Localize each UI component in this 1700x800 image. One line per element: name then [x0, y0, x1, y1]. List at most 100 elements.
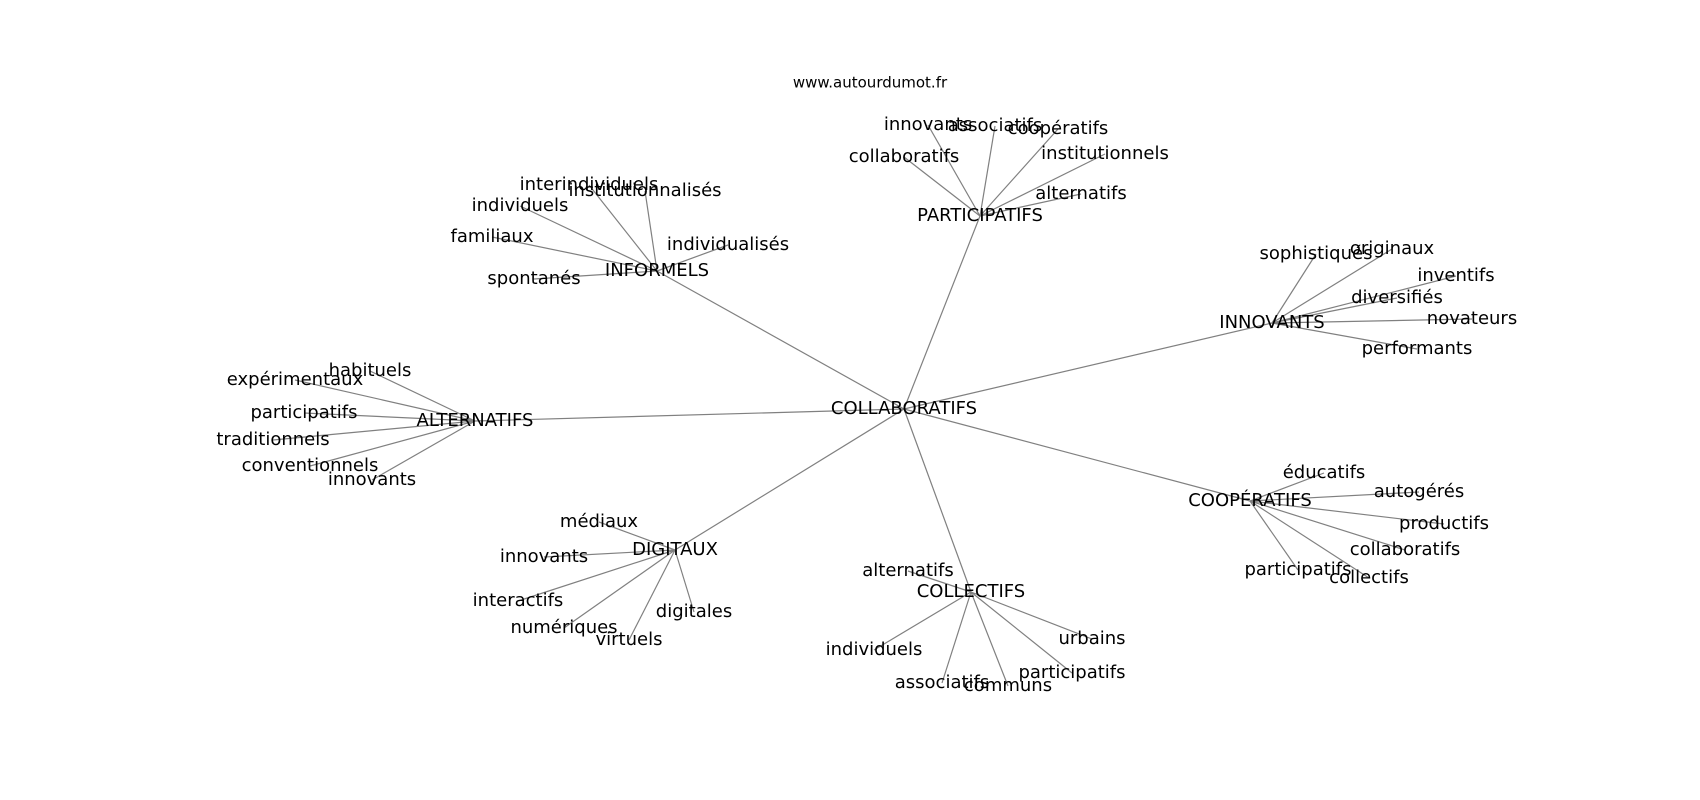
leaf-node-0-5: alternatifs: [1035, 183, 1126, 204]
edge-hub-4-leaf-5: [1249, 500, 1370, 579]
edge-center-hub-1: [656, 270, 905, 410]
leaf-node-6-0: alternatifs: [862, 560, 953, 581]
edge-hub-2-leaf-2: [1271, 275, 1457, 324]
leaf-node-5-2: interactifs: [473, 590, 564, 611]
edge-hub-4-leaf-2: [1249, 500, 1445, 525]
edge-hub-3-leaf-2: [303, 412, 476, 422]
leaf-node-2-3: diversifiés: [1351, 287, 1443, 308]
leaf-node-5-5: digitales: [656, 601, 732, 622]
leaf-node-0-0: innovants: [884, 114, 972, 135]
edge-hub-1-leaf-1: [644, 190, 658, 272]
hub-node-4: COOPÉRATIFS: [1188, 489, 1312, 511]
edge-hub-3-leaf-0: [369, 370, 476, 422]
edge-hub-0-leaf-1: [979, 125, 996, 217]
leaf-node-0-1: associatifs: [948, 115, 1043, 136]
leaf-node-4-3: collaboratifs: [1350, 539, 1461, 560]
edge-hub-4-leaf-1: [1249, 491, 1420, 502]
edge-center-hub-5: [674, 408, 905, 551]
hub-node-1: INFORMELS: [605, 260, 709, 281]
edge-hub-4-leaf-3: [1249, 500, 1406, 551]
edge-hub-3-leaf-5: [371, 420, 476, 481]
edge-hub-2-leaf-3: [1271, 297, 1398, 324]
edge-hub-1-leaf-0: [588, 184, 658, 272]
leaf-node-6-3: communs: [964, 675, 1052, 696]
leaf-node-1-5: spontanés: [487, 268, 580, 289]
edge-hub-5-leaf-2: [517, 549, 676, 602]
edge-hub-0-leaf-2: [979, 128, 1059, 217]
leaf-node-3-0: habituels: [329, 360, 412, 381]
edge-center-hub-2: [903, 322, 1273, 410]
edge-center-hub-0: [903, 215, 981, 410]
leaf-node-1-0: interindividuels: [520, 174, 659, 195]
edge-hub-3-leaf-3: [272, 420, 476, 441]
edge-hub-0-leaf-5: [979, 193, 1082, 217]
edge-center-hub-4: [903, 408, 1251, 502]
edge-hub-2-leaf-5: [1271, 322, 1418, 350]
leaf-node-2-4: novateurs: [1427, 308, 1517, 329]
edge-center-hub-6: [903, 408, 972, 593]
edge-hub-6-leaf-4: [970, 591, 1073, 674]
leaf-node-1-2: individuels: [472, 195, 569, 216]
leaf-node-5-3: numériques: [510, 617, 617, 638]
edge-hub-3-leaf-4: [309, 420, 476, 467]
leaf-node-5-1: innovants: [500, 546, 588, 567]
edge-hub-1-leaf-4: [656, 244, 729, 272]
edge-hub-6-leaf-2: [941, 591, 972, 684]
labels-layer: www.autourdumot.fr COLLABORATIFS PARTICIP…: [216, 74, 1517, 697]
edge-hub-1-leaf-5: [533, 270, 658, 280]
edge-hub-5-leaf-4: [628, 549, 676, 641]
edge-center-hub-3: [474, 408, 905, 422]
leaf-node-3-3: traditionnels: [216, 429, 329, 450]
hub-node-0: PARTICIPATIFS: [917, 205, 1043, 226]
leaf-node-3-5: innovants: [328, 469, 416, 490]
hub-node-3: ALTERNATIFS: [417, 410, 534, 431]
leaf-node-6-5: urbains: [1058, 628, 1125, 649]
edges-layer: [272, 124, 1473, 687]
edge-hub-6-leaf-1: [873, 591, 972, 651]
hub-node-5: DIGITAUX: [632, 539, 718, 560]
edge-hub-4-leaf-4: [1249, 500, 1299, 571]
edge-hub-0-leaf-4: [979, 153, 1106, 217]
leaf-node-2-2: inventifs: [1417, 265, 1494, 286]
edge-hub-5-leaf-1: [543, 549, 676, 558]
leaf-node-3-1: expérimentaux: [227, 369, 364, 390]
center-node: COLLABORATIFS: [831, 398, 977, 419]
edge-hub-0-leaf-0: [927, 124, 981, 217]
leaf-node-4-4: participatifs: [1244, 559, 1351, 580]
leaf-node-5-0: médiaux: [560, 511, 638, 532]
leaf-node-1-4: individualisés: [667, 234, 789, 255]
leaf-node-3-2: participatifs: [250, 402, 357, 423]
leaf-node-6-4: participatifs: [1018, 662, 1125, 683]
edge-hub-5-leaf-0: [598, 521, 676, 551]
leaf-node-6-2: associatifs: [895, 672, 990, 693]
leaf-node-2-0: sophistiqués: [1260, 243, 1373, 264]
edge-hub-2-leaf-4: [1271, 318, 1473, 324]
edge-hub-0-leaf-3: [903, 156, 981, 217]
hub-node-6: COLLECTIFS: [917, 581, 1026, 602]
edge-hub-6-leaf-0: [907, 570, 972, 593]
leaf-node-0-4: institutionnels: [1041, 143, 1169, 164]
edge-hub-6-leaf-5: [970, 591, 1093, 640]
leaf-node-4-0: éducatifs: [1283, 462, 1366, 483]
leaf-node-0-2: coopératifs: [1008, 118, 1109, 139]
edge-hub-5-leaf-3: [563, 549, 676, 629]
leaf-node-6-1: individuels: [826, 639, 923, 660]
leaf-node-3-4: conventionnels: [242, 455, 379, 476]
edge-hub-1-leaf-2: [519, 205, 658, 272]
leaf-node-2-5: performants: [1362, 338, 1473, 359]
leaf-node-4-5: collectifs: [1329, 567, 1409, 588]
leaf-node-2-1: originaux: [1350, 238, 1435, 259]
hub-node-2: INNOVANTS: [1219, 312, 1324, 333]
leaf-node-5-4: virtuels: [596, 629, 663, 650]
leaf-node-0-3: collaboratifs: [849, 146, 960, 167]
leaf-node-4-2: productifs: [1399, 513, 1489, 534]
edge-hub-6-leaf-3: [970, 591, 1009, 687]
leaf-node-1-3: familiaux: [451, 226, 534, 247]
leaf-node-1-1: institutionnalisés: [568, 180, 721, 201]
leaf-node-4-1: autogérés: [1374, 481, 1464, 502]
edge-hub-1-leaf-3: [491, 236, 658, 272]
source-label: www.autourdumot.fr: [793, 74, 948, 92]
edge-hub-5-leaf-5: [674, 549, 695, 613]
edge-hub-2-leaf-1: [1271, 248, 1393, 324]
